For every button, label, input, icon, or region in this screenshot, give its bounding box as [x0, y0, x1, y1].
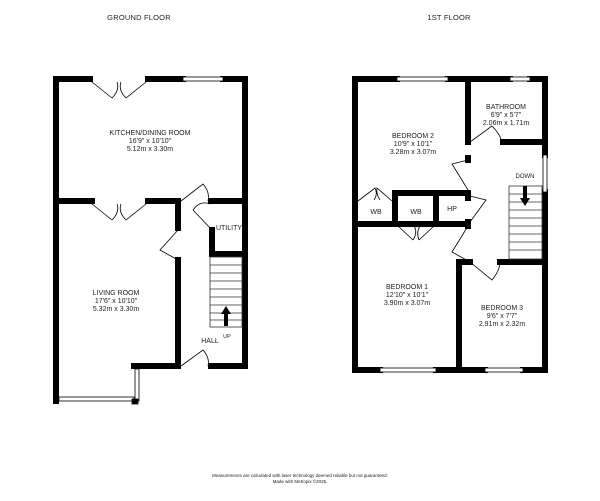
room-imperial: 10'9" x 10'1"	[393, 141, 433, 148]
room-imperial: 12'10" x 10'1"	[385, 292, 429, 299]
room-bedroom-3: BEDROOM 3 9'6" x 7'7" 2.91m x 2.32m	[479, 305, 525, 329]
room-metric: 2.91m x 2.32m	[478, 321, 526, 328]
room-name: BEDROOM 3	[480, 305, 523, 312]
first-floor-windows-doors	[357, 76, 548, 373]
room-bathroom: BATHROOM 6'9" x 5'7" 2.06m x 1.71m	[483, 104, 529, 128]
room-metric: 2.06m x 1.71m	[482, 120, 530, 127]
room-hall: HALL	[201, 338, 219, 345]
room-name: BEDROOM 2	[391, 133, 434, 140]
footer-line-2: Made with Metropix ©2025.	[272, 479, 328, 484]
room-imperial: 17'6" x 10'10"	[94, 298, 138, 305]
room-wardrobe-1: WB	[370, 209, 382, 216]
ground-floor-windows-doors	[58, 76, 224, 405]
first-floor-title: 1ST FLOOR	[427, 13, 471, 22]
ground-floor-stairs	[209, 256, 243, 328]
room-name: BATHROOM	[486, 104, 526, 111]
room-imperial: 6'9" x 5'7"	[490, 112, 522, 119]
room-name: LIVING ROOM	[92, 290, 140, 297]
room-metric: 5.12m x 3.30m	[126, 146, 174, 153]
footer-disclaimer: Measurements are calculated with laser t…	[212, 473, 388, 485]
room-name: KITCHEN/DINING ROOM	[109, 130, 191, 137]
arrow-down-icon	[520, 186, 530, 206]
room-kitchen-dining: KITCHEN/DINING ROOM 16'9" x 10'10" 5.12m…	[110, 130, 191, 154]
room-living-room: LIVING ROOM 17'6" x 10'10" 5.32m x 3.30m	[93, 290, 140, 314]
ground-floor-walls	[53, 76, 248, 404]
arrow-up-icon	[221, 306, 231, 326]
stairs-down-label: DOWN	[515, 174, 535, 180]
room-metric: 3.90m x 3.07m	[383, 300, 431, 307]
room-imperial: 9'6" x 7'7"	[486, 313, 518, 320]
ground-floor-title: GROUND FLOOR	[107, 13, 171, 22]
room-name: BEDROOM 1	[385, 284, 428, 291]
room-utility: UTILITY	[215, 225, 243, 232]
stairs-up-label: UP	[223, 334, 231, 340]
first-floor-stairs	[508, 185, 543, 260]
room-wardrobe-2: WB	[410, 209, 422, 216]
room-metric: 5.32m x 3.30m	[92, 306, 140, 313]
room-imperial: 16'9" x 10'10"	[128, 138, 172, 145]
footer-line-1: Measurements are calculated with laser t…	[212, 473, 388, 478]
room-hp-cupboard: HP	[447, 206, 457, 213]
room-bedroom-1: BEDROOM 1 12'10" x 10'1" 3.90m x 3.07m	[384, 284, 430, 308]
room-metric: 3.28m x 3.07m	[389, 149, 437, 156]
room-bedroom-2: BEDROOM 2 10'9" x 10'1" 3.28m x 3.07m	[390, 133, 436, 157]
